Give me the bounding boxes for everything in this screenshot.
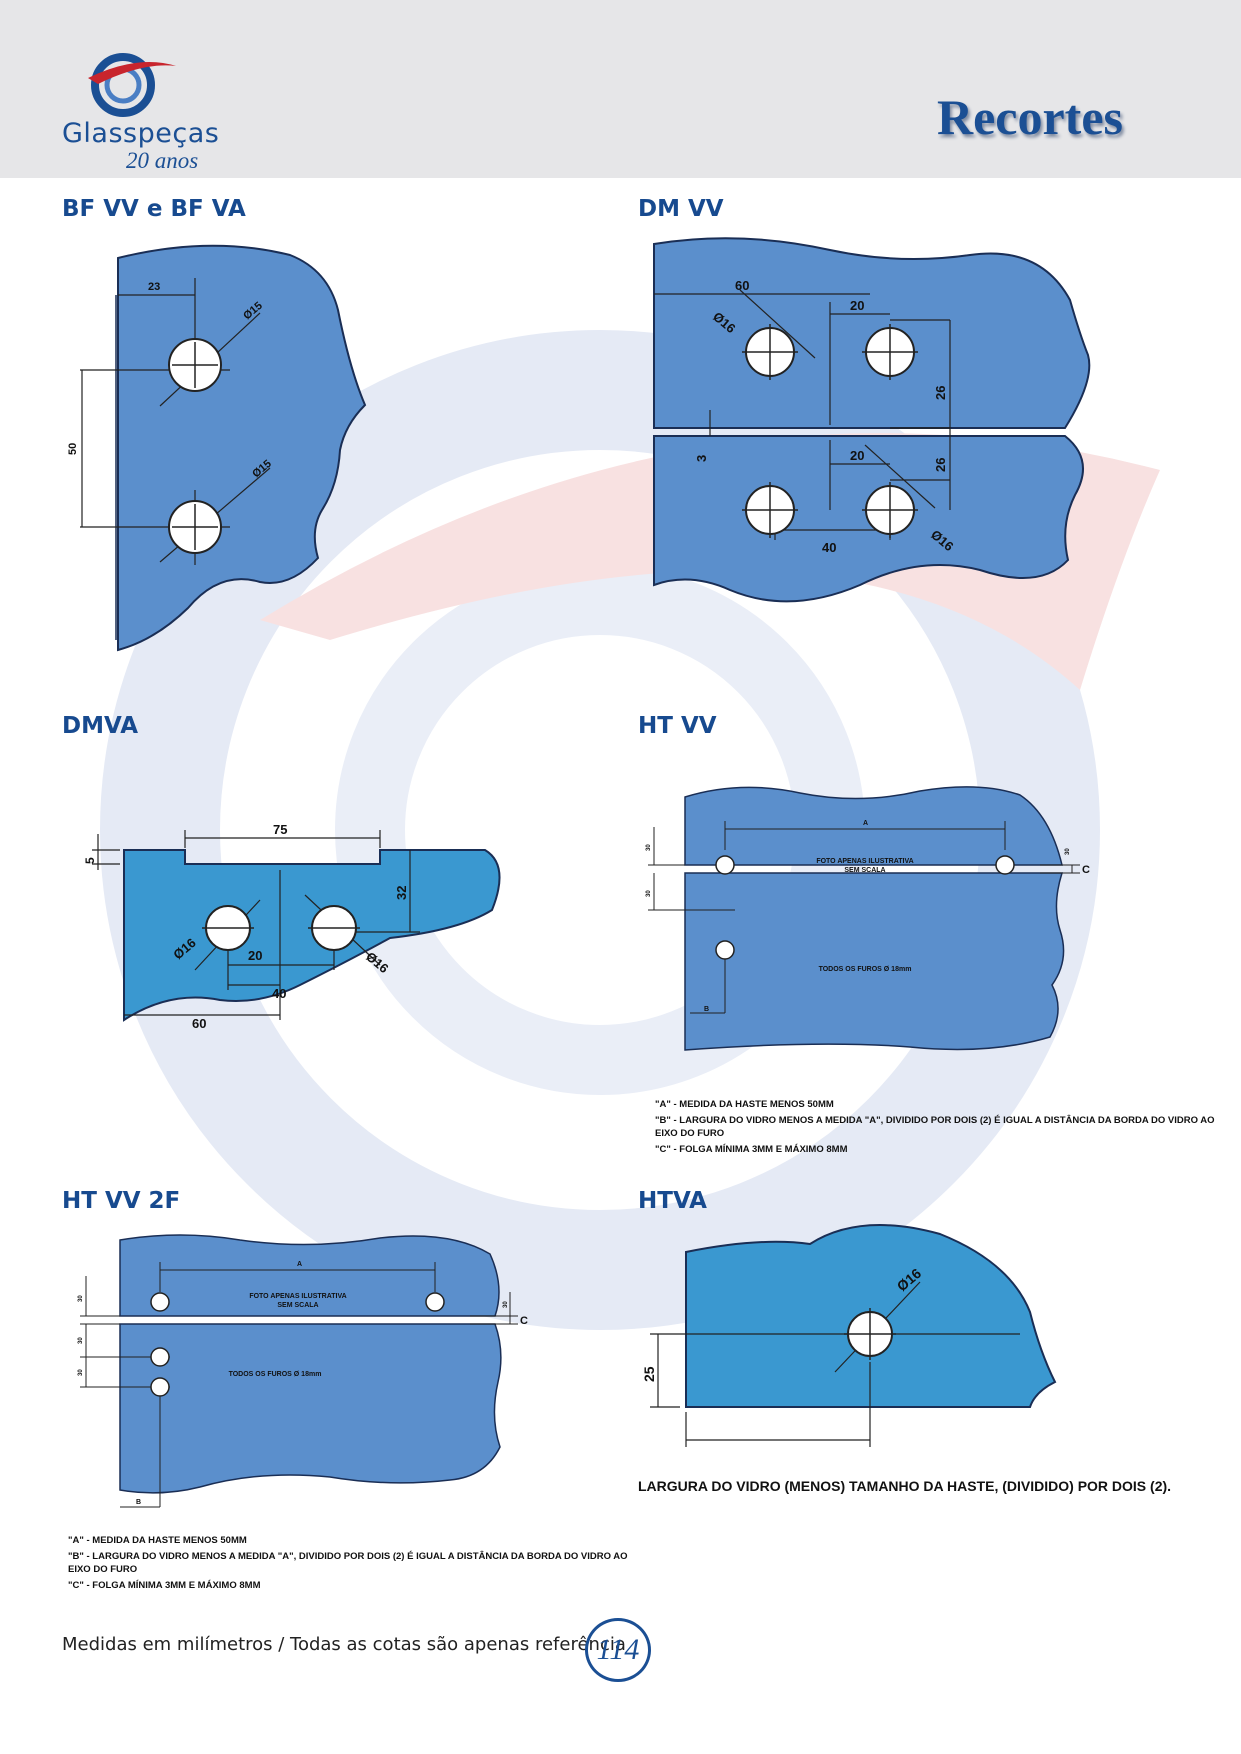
glass-panel-bottom [684,872,1065,1051]
dim-label: 60 [735,278,749,293]
glasspecas-logo [88,53,176,117]
note-a: "A" - MEDIDA DA HASTE MENOS 50MM [655,1099,834,1110]
section-title-htvv2f: HT VV 2F [62,1188,181,1214]
dim-label: 23 [148,281,160,293]
note-c: "C" - FOLGA MÍNIMA 3MM E MÁXIMO 8MM [68,1580,261,1591]
dim-label: 30 [1065,848,1071,855]
dim-label: 26 [933,458,948,472]
page-number: 114 [585,1618,651,1682]
foto-text: FOTO APENAS ILUSTRATIVA [249,1293,346,1300]
dim-label: 30 [503,1301,509,1308]
section-title-dmvv: DM VV [638,196,724,222]
glass-panel-top [684,786,1063,866]
htva-note: LARGURA DO VIDRO (MENOS) TAMANHO DA HAST… [638,1478,1172,1494]
section-title-htva: HTVA [638,1188,707,1214]
dim-label: 26 [933,386,948,400]
footer-text: Medidas em milímetros / Todas as cotas s… [62,1634,626,1655]
diagram-bfvv: 23 Ø15 50 Ø15 [67,244,367,652]
diagram-dmvv: 60 20 Ø16 26 3 20 26 40 Ø16 [653,237,1091,603]
glass-panel-top [119,1234,500,1317]
dim-label: C [1082,864,1090,876]
scala-text: SEM SCALA [277,1302,318,1309]
furos-text: TODOS OS FUROS Ø 18mm [819,966,912,973]
dim-label: 25 [641,1366,657,1382]
furos-text: TODOS OS FUROS Ø 18mm [229,1371,322,1378]
dim-label: 20 [248,948,262,963]
brand-name: Glasspeças [62,118,220,149]
section-title-htvv: HT VV [638,713,717,739]
dim-label: A [863,820,868,827]
dim-label: 3 [694,455,709,462]
dim-label: 75 [273,822,287,837]
note-b: "B" - LARGURA DO VIDRO MENOS A MEDIDA "A… [68,1551,628,1575]
htvv2f-notes: "A" - MEDIDA DA HASTE MENOS 50MM "B" - L… [68,1534,628,1595]
dim-label: 32 [394,886,409,900]
dim-label: 40 [272,986,286,1001]
dim-label: 20 [850,448,864,463]
dim-label: 30 [78,1337,84,1344]
foto-text: FOTO APENAS ILUSTRATIVA [816,858,913,865]
note-c: "C" - FOLGA MÍNIMA 3MM E MÁXIMO 8MM [655,1144,848,1155]
diagram-htvv2f: A B C 30 30 30 30 FOTO APENAS ILUSTRATIV… [78,1234,528,1508]
dim-label: 5 [83,857,97,864]
dim-label: 30 [646,890,652,897]
dim-label: 30 [78,1295,84,1302]
brand-tagline: 20 anos [126,148,199,173]
glass-panel-top [653,237,1091,429]
page-header: Glasspeças 20 anos Recortes [0,0,1241,178]
dim-label: 60 [192,1016,206,1031]
glass-panel-bottom [119,1323,502,1494]
dim-label: B [136,1499,141,1506]
section-title-bfvv: BF VV e BF VA [62,196,246,222]
section-title-dmva: DMVA [62,713,139,739]
dim-label: 30 [78,1369,84,1376]
dim-label: A [297,1261,302,1268]
glass-panel [117,244,367,652]
note-a: "A" - MEDIDA DA HASTE MENOS 50MM [68,1535,247,1546]
scala-text: SEM SCALA [844,867,885,874]
page-title: Recortes [937,89,1123,145]
dim-label: B [704,1006,709,1013]
dim-label: C [520,1315,528,1327]
dim-label: 50 [67,443,79,455]
diagram-htva: Ø16 25 [641,1224,1057,1447]
htvv-notes: "A" - MEDIDA DA HASTE MENOS 50MM "B" - L… [655,1098,1215,1159]
dim-label: 40 [822,540,836,555]
diagram-htvv: A B C 30 30 30 FOTO APENAS ILUSTRATIVA S… [646,786,1090,1051]
diagram-dmva: 75 5 32 Ø16 Ø16 20 40 60 [83,822,501,1031]
glass-panel [123,849,501,1022]
dim-label: 30 [646,844,652,851]
dim-label: 20 [850,298,864,313]
note-b: "B" - LARGURA DO VIDRO MENOS A MEDIDA "A… [655,1115,1215,1139]
